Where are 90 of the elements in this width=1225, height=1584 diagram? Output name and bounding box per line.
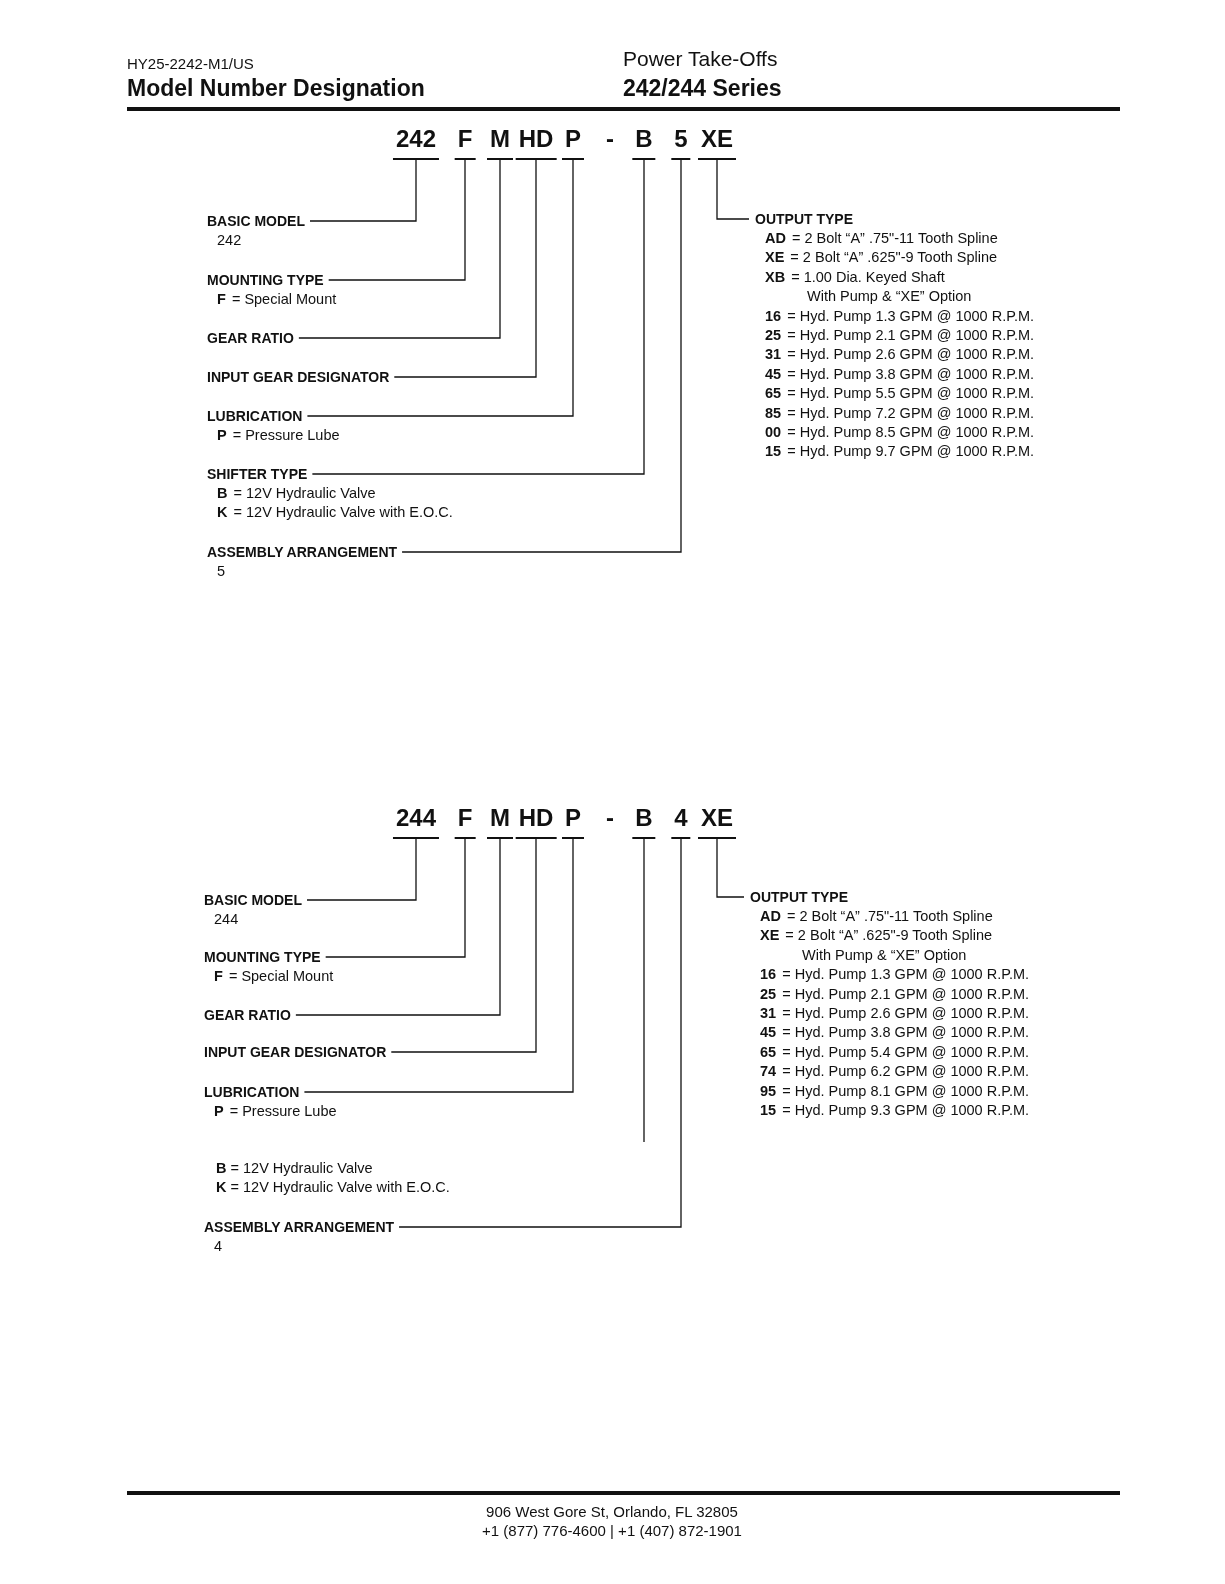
field-heading: MOUNTING TYPE	[204, 948, 326, 966]
document-number: HY25-2242-M1/US	[127, 55, 254, 72]
leader-line	[398, 838, 682, 1228]
leader-line	[716, 159, 750, 220]
code-segment: B	[632, 804, 656, 839]
field-heading: GEAR RATIO	[204, 1006, 296, 1024]
option-text: With Pump & “XE” Option	[802, 945, 967, 964]
code-segment: M	[487, 125, 513, 160]
option-text: 00 = Hyd. Pump 8.5 GPM @ 1000 R.P.M.	[765, 423, 1035, 441]
option-text: 16 = Hyd. Pump 1.3 GPM @ 1000 R.P.M.	[765, 306, 1035, 325]
option-text: With Pump & “XE” Option	[807, 287, 972, 306]
leader-line	[306, 838, 417, 901]
field-heading: ASSEMBLY ARRANGEMENT	[204, 1218, 400, 1236]
option-text: 25 = Hyd. Pump 2.1 GPM @ 1000 R.P.M.	[760, 984, 1030, 1003]
leader-line	[643, 838, 645, 1143]
option-text: F = Special Mount	[214, 967, 334, 985]
option-text: 74 = Hyd. Pump 6.2 GPM @ 1000 R.P.M.	[760, 1062, 1030, 1081]
leader-line	[303, 838, 574, 1093]
field-heading: INPUT GEAR DESIGNATOR	[204, 1043, 392, 1061]
code-segment: P	[562, 125, 584, 160]
field-heading: ASSEMBLY ARRANGEMENT	[207, 543, 403, 561]
code-segment: F	[454, 125, 476, 160]
option-text: 15 = Hyd. Pump 9.3 GPM @ 1000 R.P.M.	[760, 1101, 1030, 1119]
phone-text: +1 (877) 776-4600 | +1 (407) 872-1901	[482, 1522, 742, 1539]
option-text: 95 = Hyd. Pump 8.1 GPM @ 1000 R.P.M.	[760, 1081, 1030, 1100]
option-text: 15 = Hyd. Pump 9.7 GPM @ 1000 R.P.M.	[765, 442, 1035, 461]
field-heading: BASIC MODEL	[207, 212, 310, 230]
option-text: B = 12V Hydraulic Valve	[217, 484, 376, 502]
field-heading: INPUT GEAR DESIGNATOR	[207, 368, 395, 386]
option-text: 65 = Hyd. Pump 5.4 GPM @ 1000 R.P.M.	[760, 1042, 1030, 1061]
option-text: XE = 2 Bolt “A” .625"-9 Tooth Spline	[760, 926, 993, 945]
option-text: 5	[217, 562, 226, 580]
code-segment: XE	[698, 804, 736, 839]
option-text: 4	[214, 1237, 223, 1255]
field-heading: GEAR RATIO	[207, 329, 299, 347]
field-heading: LUBRICATION	[204, 1083, 305, 1101]
leader-line	[393, 159, 537, 378]
leader-line	[390, 838, 537, 1053]
leader-line	[401, 159, 682, 553]
leader-line	[298, 159, 501, 339]
option-text: 31 = Hyd. Pump 2.6 GPM @ 1000 R.P.M.	[765, 345, 1035, 364]
option-text: 85 = Hyd. Pump 7.2 GPM @ 1000 R.P.M.	[765, 403, 1035, 422]
field-heading: SHIFTER TYPE	[207, 465, 313, 483]
leader-line	[306, 159, 574, 417]
option-text: P = Pressure Lube	[214, 1102, 337, 1120]
field-heading: BASIC MODEL	[204, 891, 307, 909]
field-heading: MOUNTING TYPE	[207, 271, 329, 289]
code-segment: HD	[515, 125, 557, 160]
leader-line	[309, 159, 417, 222]
page-title: Model Number Designation	[127, 75, 425, 102]
option-text: K = 12V Hydraulic Valve with E.O.C.	[216, 1179, 450, 1195]
code-segment: 4	[671, 804, 691, 839]
code-segment: F	[454, 804, 476, 839]
option-text: P = Pressure Lube	[217, 426, 340, 444]
leader-line	[716, 838, 745, 898]
leader-line	[325, 838, 466, 958]
series-title: 242/244 Series	[623, 75, 782, 102]
option-text: AD = 2 Bolt “A” .75"-11 Tooth Spline	[760, 907, 993, 925]
option-text: F = Special Mount	[217, 290, 337, 308]
option-text: AD = 2 Bolt “A” .75"-11 Tooth Spline	[765, 229, 998, 247]
option-text: 45 = Hyd. Pump 3.8 GPM @ 1000 R.P.M.	[765, 364, 1035, 383]
option-text: 65 = Hyd. Pump 5.5 GPM @ 1000 R.P.M.	[765, 384, 1035, 403]
code-segment: 244	[393, 804, 439, 839]
separator-dash: -	[606, 804, 614, 832]
code-segment: HD	[515, 804, 557, 839]
option-text: 45 = Hyd. Pump 3.8 GPM @ 1000 R.P.M.	[760, 1023, 1030, 1042]
code-segment: P	[562, 804, 584, 839]
leader-line	[295, 838, 501, 1016]
field-heading: OUTPUT TYPE	[749, 210, 853, 228]
field-heading: OUTPUT TYPE	[744, 888, 848, 906]
code-segment: M	[487, 804, 513, 839]
option-text: 242	[217, 231, 242, 249]
code-segment: XE	[698, 125, 736, 160]
section-title: Power Take-Offs	[623, 47, 778, 71]
code-segment: 5	[671, 125, 691, 160]
leader-line	[328, 159, 466, 281]
field-heading: LUBRICATION	[207, 407, 308, 425]
option-text: B = 12V Hydraulic Valve	[216, 1160, 373, 1176]
code-segment: B	[632, 125, 656, 160]
option-text: 25 = Hyd. Pump 2.1 GPM @ 1000 R.P.M.	[765, 326, 1035, 344]
separator-dash: -	[606, 125, 614, 153]
option-text: 31 = Hyd. Pump 2.6 GPM @ 1000 R.P.M.	[760, 1004, 1030, 1022]
option-text: K = 12V Hydraulic Valve with E.O.C.	[217, 503, 453, 522]
option-text: 16 = Hyd. Pump 1.3 GPM @ 1000 R.P.M.	[760, 965, 1030, 984]
option-text: 244	[214, 910, 239, 928]
code-segment: 242	[393, 125, 439, 160]
leader-line	[311, 159, 645, 475]
option-text: XE = 2 Bolt “A” .625"-9 Tooth Spline	[765, 248, 998, 267]
option-text: XB = 1.00 Dia. Keyed Shaft	[765, 267, 945, 286]
address-text: 906 West Gore St, Orlando, FL 32805	[486, 1503, 738, 1520]
